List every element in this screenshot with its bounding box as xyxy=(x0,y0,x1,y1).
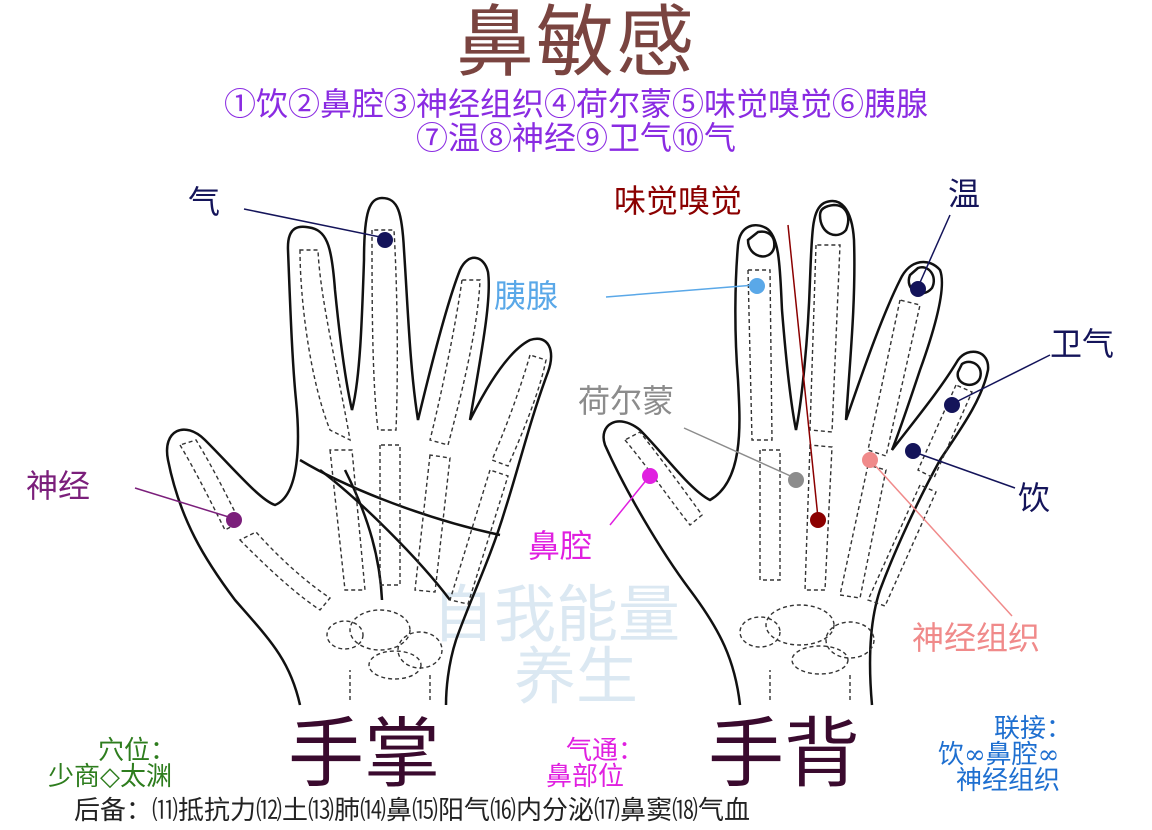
point-shenjing xyxy=(226,512,242,528)
point-yin xyxy=(905,443,921,459)
point-heermeng xyxy=(788,472,804,488)
back-label: 手背 xyxy=(708,709,860,798)
acupoints-label: 穴位： xyxy=(98,736,177,766)
label-qi: 气 xyxy=(188,183,221,221)
label-yixian: 胰腺 xyxy=(494,277,559,315)
lianjie-line-2: 神经组织 xyxy=(956,766,1061,796)
page-title: 鼻敏感 xyxy=(455,0,696,88)
label-heermeng: 荷尔蒙 xyxy=(578,382,675,420)
label-yin: 饮 xyxy=(1018,479,1051,517)
point-weiqi xyxy=(944,397,960,413)
backup-line: 后备：⑾抵抗力⑿土⒀肺⒁鼻⒂阳气⒃内分泌⒄鼻窦⒅气血 xyxy=(74,796,751,826)
acupoints-value: 少商◇太渊 xyxy=(48,762,172,792)
point-qi xyxy=(377,232,393,248)
point-weijue-xiujue xyxy=(810,512,826,528)
qitong-value: 鼻部位 xyxy=(546,762,625,792)
qitong-label: 气通： xyxy=(566,736,645,766)
point-shenjing-zuzhi xyxy=(862,452,878,468)
lianjie-line-1: 饮∞鼻腔∞ xyxy=(938,740,1060,770)
label-shenjing: 神经 xyxy=(26,467,91,505)
point-wen xyxy=(910,281,926,297)
palm-bones xyxy=(178,229,547,700)
label-shenjing-zuzhi: 神经组织 xyxy=(912,619,1041,657)
lianjie-label: 联接： xyxy=(994,714,1073,744)
point-biqiang xyxy=(642,468,658,484)
label-weijue-xiujue: 味觉嗅觉 xyxy=(614,182,743,220)
legend-line-1: ①饮②鼻腔③神经组织④荷尔蒙⑤味觉嗅觉⑥胰腺 xyxy=(223,85,928,123)
label-biqiang: 鼻腔 xyxy=(528,527,593,565)
watermark-line-2: 养生 xyxy=(514,640,639,713)
label-wen: 温 xyxy=(948,175,981,213)
legend-line-2: ⑦温⑧神经⑨卫气⑩气 xyxy=(415,119,736,157)
back-bones xyxy=(623,244,973,700)
palm-hand-outline xyxy=(165,196,553,706)
point-yixian xyxy=(749,278,765,294)
back-hand-outline xyxy=(602,199,990,706)
palm-label: 手掌 xyxy=(288,709,440,798)
label-weiqi: 卫气 xyxy=(1050,325,1115,363)
